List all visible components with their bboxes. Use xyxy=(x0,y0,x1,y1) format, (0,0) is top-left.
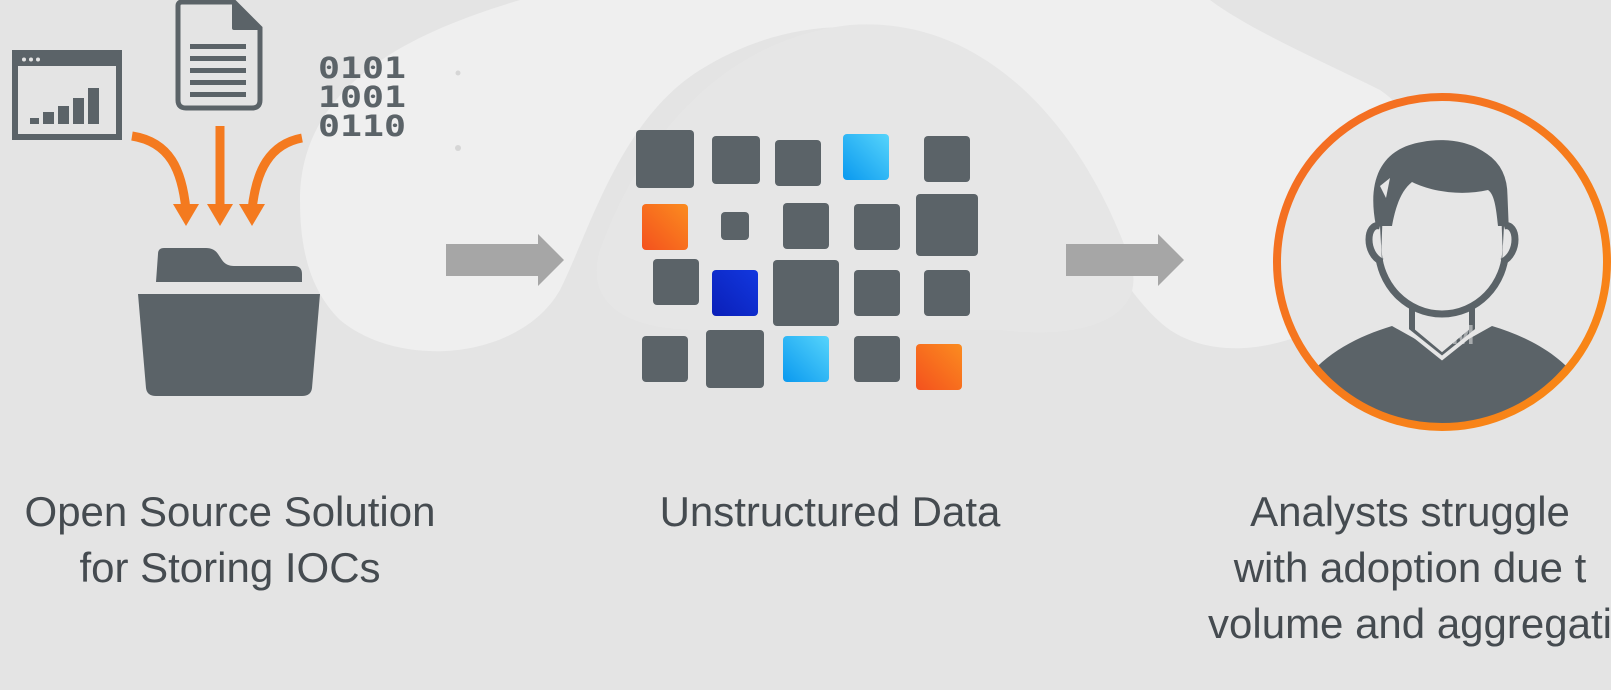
grid-cell xyxy=(642,336,688,382)
step-label-line: with adoption due t xyxy=(1233,544,1587,591)
data-grid-icon xyxy=(636,130,978,390)
binary-row-3: 0110 xyxy=(318,109,406,142)
chart-window-icon xyxy=(12,50,122,140)
grid-cell xyxy=(712,136,760,184)
step-label-line: volume and aggregati xyxy=(1208,600,1611,647)
document-icon xyxy=(175,0,263,111)
grid-cell xyxy=(773,260,839,326)
binary-row-1: 0101 xyxy=(318,52,406,85)
flow-arrow-1 xyxy=(446,234,564,286)
grid-cell xyxy=(636,130,694,188)
grid-cell xyxy=(706,330,764,388)
grid-cell-highlight xyxy=(843,134,889,180)
trademark-mark: TM xyxy=(1434,319,1474,350)
step-label-line: Unstructured Data xyxy=(659,488,1001,535)
step-label-open-source: Open Source Solution for Storing IOCs xyxy=(0,484,460,596)
step-label-line: for Storing IOCs xyxy=(79,544,381,591)
analyst-avatar-icon: TM xyxy=(1273,93,1611,431)
grid-cell xyxy=(916,194,978,256)
grid-cell xyxy=(653,259,699,305)
grid-cell xyxy=(721,212,749,240)
converging-arrows-icon xyxy=(131,126,304,226)
binary-row-2: 1001 xyxy=(318,80,406,114)
background-dot xyxy=(455,145,461,151)
grid-cell-highlight xyxy=(642,204,688,250)
grid-cell xyxy=(854,204,900,250)
grid-cell xyxy=(854,270,900,316)
binary-data-icon: 0101 1001 0110 xyxy=(318,52,406,142)
flow-arrow-2 xyxy=(1066,234,1184,286)
grid-cell xyxy=(924,136,970,182)
step-label-line: Open Source Solution xyxy=(24,488,436,535)
grid-cell xyxy=(854,336,900,382)
folder-icon xyxy=(138,248,320,396)
grid-cell-highlight xyxy=(916,344,962,390)
grid-cell-highlight xyxy=(783,336,829,382)
grid-cell xyxy=(924,270,970,316)
step-label-analysts: Analysts struggle with adoption due t vo… xyxy=(1150,484,1611,652)
step-label-line: Analysts struggle xyxy=(1250,488,1570,535)
grid-cell xyxy=(783,203,829,249)
grid-cell-highlight xyxy=(712,270,758,316)
background-dot xyxy=(455,70,461,76)
grid-cell xyxy=(775,140,821,186)
step-label-unstructured-data: Unstructured Data xyxy=(620,484,1040,540)
